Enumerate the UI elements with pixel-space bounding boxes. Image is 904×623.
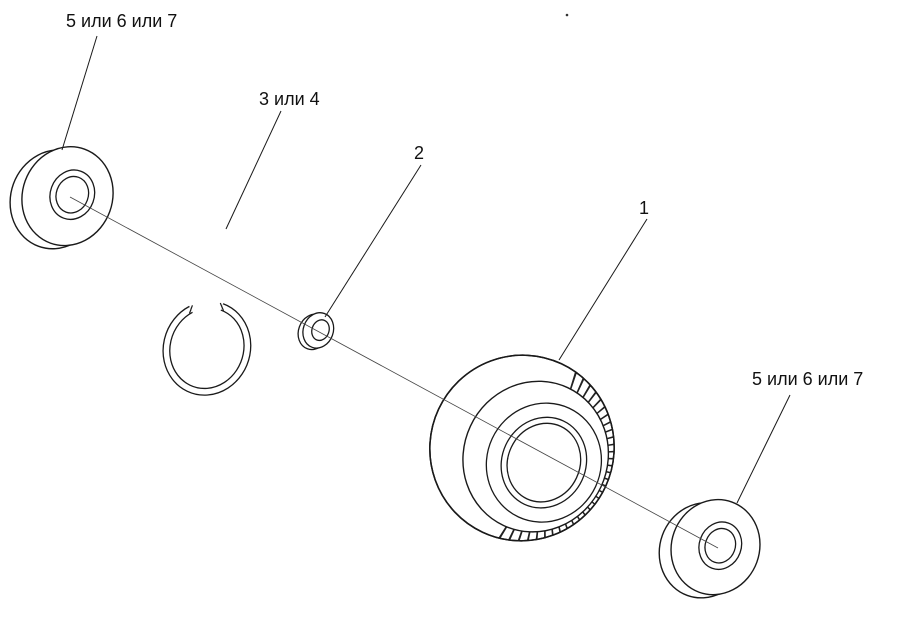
bearing-bottom-right [658,498,761,599]
label-retaining-ring: 3 или 4 [259,89,320,109]
print-speck [565,13,569,17]
gear-bore [506,422,582,503]
retaining-ring-end-face-right [219,302,225,312]
gear [429,354,640,555]
retaining-ring [162,302,252,396]
leader-line-retaining-ring [225,110,282,230]
assembly-centerline [69,196,719,549]
leader-line-bearing-top-left [61,35,98,151]
label-washer: 2 [414,143,425,163]
leader-line-bearing-bottom-right [736,394,791,504]
label-bearing-bottom-right: 5 или 6 или 7 [752,369,864,389]
washer [297,312,335,351]
bearing-top-left [9,146,114,250]
retaining-ring-end-face-left [188,305,193,314]
label-bearing-top-left: 5 или 6 или 7 [66,11,178,31]
retaining-ring-body-outline [162,303,252,396]
label-gear: 1 [639,198,650,218]
leader-line-gear [558,218,648,361]
bearing-top-left-hole [55,175,90,214]
retaining-ring-body-fill [163,304,251,395]
leader-line-washer [324,164,422,318]
bearing-bottom-right-hole [704,527,737,564]
